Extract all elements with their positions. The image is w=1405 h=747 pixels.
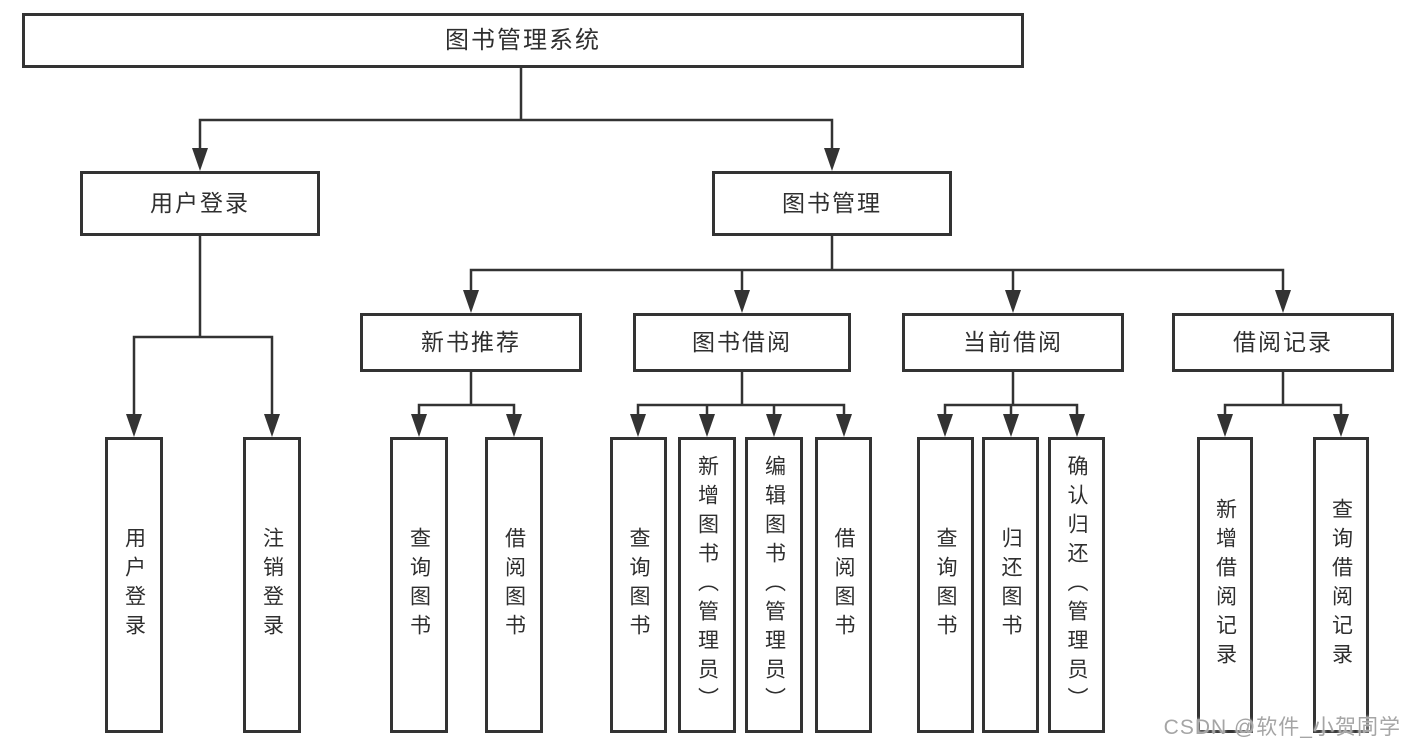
node-book-borrowing: 图书借阅 [633,313,851,372]
node-label: 借阅图书 [502,527,526,643]
arrow-down-icon [1333,414,1349,437]
arrow-down-icon [264,414,280,437]
node-label: 用户登录 [122,527,146,643]
arrow-down-icon [824,148,840,171]
arrow-down-icon [766,414,782,437]
node-current-borrowing: 当前借阅 [902,313,1124,372]
node-label: 查询图书 [627,527,650,643]
leaf-edit-books-admin: 编辑图书（管理员） [745,437,803,733]
arrow-down-icon [411,414,427,437]
arrow-down-icon [1005,290,1021,313]
node-label: 编辑图书（管理员） [762,454,786,716]
arrow-down-icon [1217,414,1233,437]
node-book-management: 图书管理 [712,171,952,236]
arrow-down-icon [1069,414,1085,437]
node-label: 查询图书 [934,527,957,643]
arrow-down-icon [192,148,208,171]
arrow-down-icon [630,414,646,437]
node-label: 用户登录 [150,190,250,216]
node-label: 查询借阅记录 [1329,498,1353,672]
arrow-down-icon [506,414,522,437]
node-label: 新增图书（管理员） [695,454,719,716]
node-label: 当前借阅 [963,329,1063,355]
leaf-add-books-admin: 新增图书（管理员） [678,437,736,733]
node-label: 图书借阅 [692,329,792,355]
arrow-down-icon [836,414,852,437]
node-label: 注销登录 [260,527,284,643]
arrow-down-icon [937,414,953,437]
arrow-down-icon [1003,414,1019,437]
node-label: 借阅图书 [832,527,855,643]
node-label: 图书管理 [782,190,882,216]
node-label: 新书推荐 [421,329,521,355]
node-label: 图书管理系统 [445,26,601,54]
arrow-down-icon [126,414,142,437]
node-label: 新增借阅记录 [1213,498,1237,672]
leaf-user-login: 用户登录 [105,437,163,733]
node-label: 借阅记录 [1233,329,1333,355]
leaf-query-books: 查询图书 [390,437,448,733]
leaf-logout: 注销登录 [243,437,301,733]
node-borrowing-records: 借阅记录 [1172,313,1394,372]
node-label: 归还图书 [999,527,1022,643]
leaf-query-books: 查询图书 [610,437,667,733]
leaf-confirm-return-admin: 确认归还（管理员） [1048,437,1105,733]
leaf-query-borrow-record: 查询借阅记录 [1313,437,1369,733]
arrow-down-icon [699,414,715,437]
node-user-login: 用户登录 [80,171,320,236]
arrow-down-icon [734,290,750,313]
node-label: 确认归还（管理员） [1065,454,1088,716]
leaf-return-books: 归还图书 [982,437,1039,733]
node-new-book-recommendation: 新书推荐 [360,313,582,372]
node-library-system: 图书管理系统 [22,13,1024,68]
leaf-borrow-books: 借阅图书 [815,437,872,733]
arrow-down-icon [463,290,479,313]
node-label: 查询图书 [407,527,431,643]
leaf-query-books: 查询图书 [917,437,974,733]
csdn-watermark: CSDN @软件_小贺同学 [1163,716,1401,739]
arrow-down-icon [1275,290,1291,313]
leaf-borrow-books: 借阅图书 [485,437,543,733]
leaf-add-borrow-record: 新增借阅记录 [1197,437,1253,733]
